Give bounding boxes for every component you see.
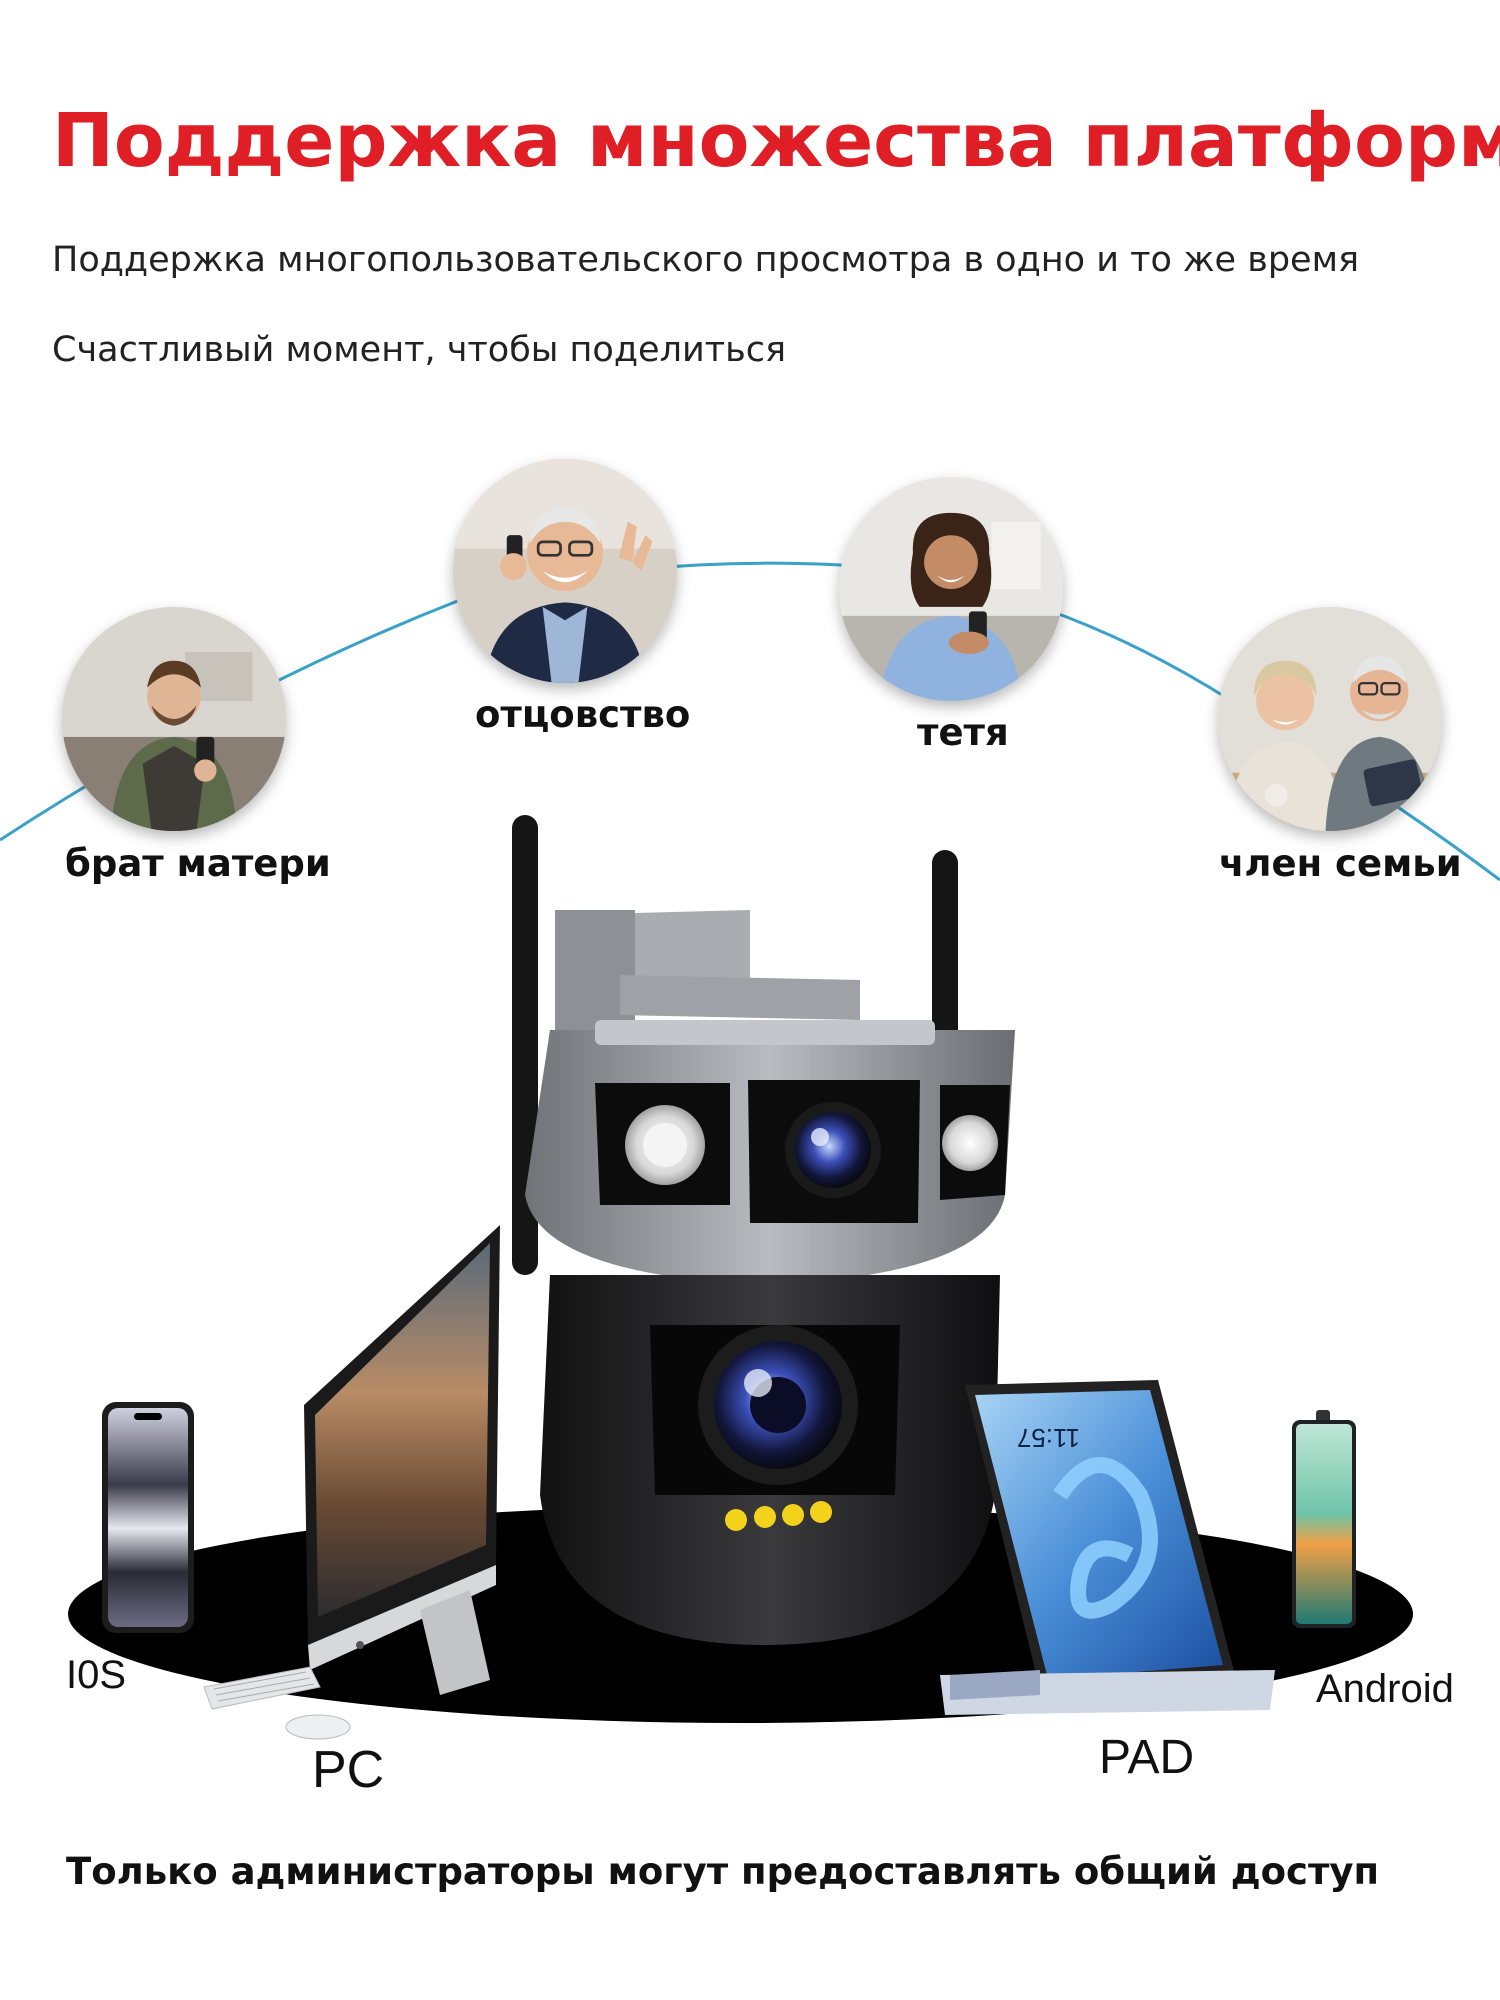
camera-icon <box>512 815 1015 1645</box>
tablet-clock: 11:57 <box>1017 1423 1080 1453</box>
admin-share-note: Только администраторы могут предоставлят… <box>66 1850 1380 1893</box>
dual-lens-ptz-camera <box>500 805 1030 1645</box>
label-pad: PAD <box>1099 1731 1195 1784</box>
keyboard-and-mouse <box>200 1665 360 1745</box>
avatar-aunt <box>839 477 1063 701</box>
tablet-icon: 11:57 <box>940 1380 1275 1715</box>
imac-device <box>300 1225 500 1705</box>
desktop-computer-icon <box>304 1225 500 1695</box>
android-phone-device <box>1290 1410 1358 1630</box>
iphone-device <box>100 1400 196 1635</box>
keyboard-icon <box>203 1666 351 1740</box>
subtitle-multiuser: Поддержка многопользовательского просмот… <box>52 240 1360 280</box>
label-family-member: член семьи <box>1219 842 1462 885</box>
label-fatherhood: отцовство <box>475 693 691 736</box>
avatar-fatherhood <box>453 459 677 683</box>
avatar-mother-brother <box>62 607 286 831</box>
label-mother-brother: брат матери <box>65 842 331 885</box>
label-android: Android <box>1316 1667 1454 1711</box>
android-phone-icon <box>1292 1410 1356 1628</box>
label-pc: PC <box>312 1741 385 1799</box>
young-man-with-phone-photo <box>62 607 286 831</box>
ipad-device: 11:57 <box>940 1375 1275 1715</box>
elderly-man-on-phone-photo <box>453 459 677 683</box>
iphone-icon <box>102 1402 194 1633</box>
page-title: Поддержка множества платформ <box>52 98 1500 184</box>
avatar-family-member <box>1218 607 1442 831</box>
label-aunt: тетя <box>917 711 1009 754</box>
elderly-couple-with-tablet-photo <box>1218 607 1442 831</box>
label-ios: I0S <box>66 1653 127 1697</box>
woman-with-phone-photo <box>839 477 1063 701</box>
subtitle-share: Счастливый момент, чтобы поделиться <box>52 330 787 370</box>
